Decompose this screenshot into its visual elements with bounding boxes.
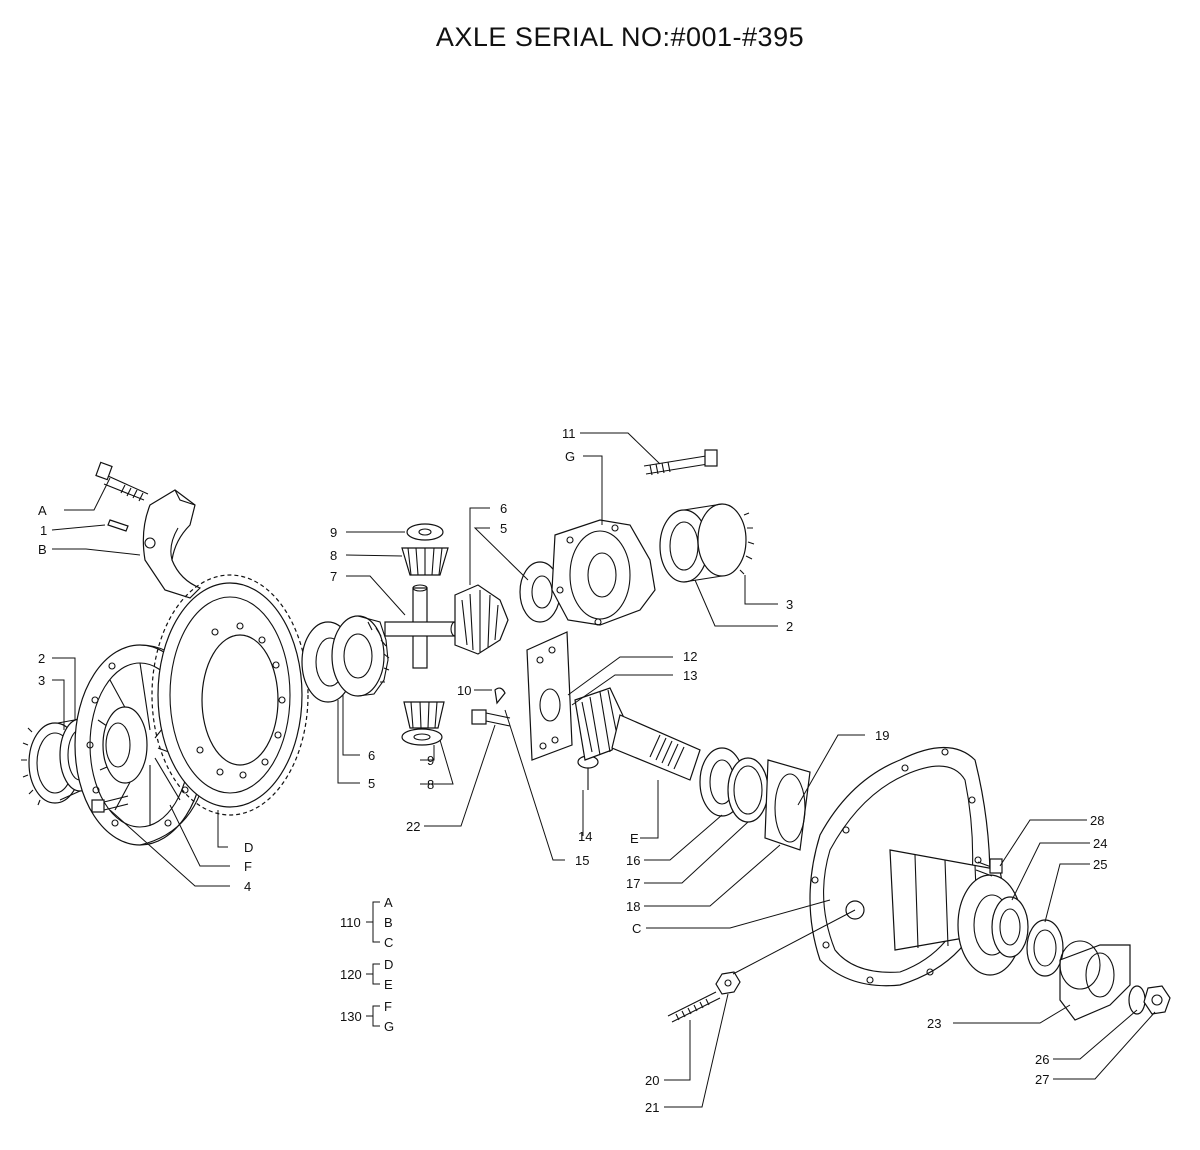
kit-110-member-c: C: [384, 935, 393, 950]
callout-7: 7: [330, 569, 337, 584]
thrust-washer-5-right-part: [519, 561, 561, 623]
bolt-4-part: [91, 795, 129, 813]
callout-e: E: [630, 831, 639, 846]
callout-2-left: 2: [38, 651, 45, 666]
callout-1: 1: [40, 523, 47, 538]
callout-25: 25: [1093, 857, 1107, 872]
callout-d: D: [244, 840, 253, 855]
clip-10-part: [494, 687, 506, 705]
side-gear-6-right-part: [454, 584, 509, 655]
diagram-title: AXLE SERIAL NO:#001-#395: [435, 22, 805, 52]
callout-c: C: [632, 921, 641, 936]
callout-3-right: 3: [786, 597, 793, 612]
kit-120-member-d: D: [384, 957, 393, 972]
bolt-11-part: [643, 449, 718, 476]
ring-gear-d-part: [151, 574, 309, 816]
callout-10: 10: [457, 683, 471, 698]
callout-18: 18: [626, 899, 640, 914]
callout-21: 21: [645, 1100, 659, 1115]
callout-8-top: 8: [330, 548, 337, 563]
washer-nut-part: [1128, 985, 1171, 1015]
pin-14-part: [577, 755, 599, 790]
bolt-22-part: [471, 709, 511, 727]
callout-15: 15: [575, 853, 589, 868]
callout-26: 26: [1035, 1052, 1049, 1067]
callout-f: F: [244, 859, 252, 874]
pinion-bearings-part: [699, 747, 811, 851]
callout-23: 23: [927, 1016, 941, 1031]
callout-3-left: 3: [38, 673, 45, 688]
kit-labels: 110 A B C 120 D E 130 F G: [340, 895, 394, 1034]
pin-1-part: [107, 519, 129, 532]
callout-b: B: [38, 542, 47, 557]
callout-labels: 11 G A 1 B 9 8 7 6 5 3 2 2 3 12 13 10 6 …: [38, 426, 1107, 1115]
callout-4: 4: [244, 879, 251, 894]
pinion-gear-top-part: [401, 523, 449, 576]
callout-24: 24: [1093, 836, 1107, 851]
callout-2-right: 2: [786, 619, 793, 634]
pinion-gear-bottom-part: [401, 701, 445, 746]
callout-13: 13: [683, 668, 697, 683]
callout-a: A: [38, 503, 47, 518]
stud-20-part: [667, 991, 721, 1023]
callout-14: 14: [578, 829, 592, 844]
cross-shaft-7-part: [384, 584, 460, 669]
bolt-a-part: [95, 461, 149, 502]
drive-pinion-e-part: [574, 687, 701, 781]
callout-20: 20: [645, 1073, 659, 1088]
lock-plate-12-part: [526, 631, 573, 761]
callout-19: 19: [875, 728, 889, 743]
leader-lines: [51, 432, 1156, 1108]
callout-11: 11: [562, 426, 576, 441]
kit-brackets: [366, 901, 380, 1027]
callout-28: 28: [1090, 813, 1104, 828]
callout-17: 17: [626, 876, 640, 891]
kit-130-member-g: G: [384, 1019, 394, 1034]
kit-130-member-f: F: [384, 999, 392, 1014]
kit-120-member-e: E: [384, 977, 393, 992]
flange-23-part: [1059, 940, 1131, 1021]
output-bearing-part: [991, 896, 1064, 977]
callout-5-bottom: 5: [368, 776, 375, 791]
callout-8-bottom: 8: [427, 777, 434, 792]
callout-9-top: 9: [330, 525, 337, 540]
side-gear-6-part: [331, 615, 390, 697]
nut-21-part: [715, 971, 741, 995]
callout-6-top: 6: [500, 501, 507, 516]
right-bearing-part: [659, 503, 755, 583]
differential-case-g-part: [551, 519, 656, 626]
kit-110-member-b: B: [384, 915, 393, 930]
callout-6-bottom: 6: [368, 748, 375, 763]
kit-130-number: 130: [340, 1009, 362, 1024]
kit-110-number: 110: [340, 915, 361, 930]
kit-110-member-a: A: [384, 895, 393, 910]
callout-9-bottom: 9: [427, 753, 434, 768]
bearing-cap-b-part: [142, 489, 202, 599]
callout-27: 27: [1035, 1072, 1049, 1087]
callout-g-top: G: [565, 449, 575, 464]
bolt-28-part: [975, 858, 1003, 877]
callout-16: 16: [626, 853, 640, 868]
callout-5-top: 5: [500, 521, 507, 536]
callout-22: 22: [406, 819, 420, 834]
callout-12: 12: [683, 649, 697, 664]
kit-120-number: 120: [340, 967, 362, 982]
